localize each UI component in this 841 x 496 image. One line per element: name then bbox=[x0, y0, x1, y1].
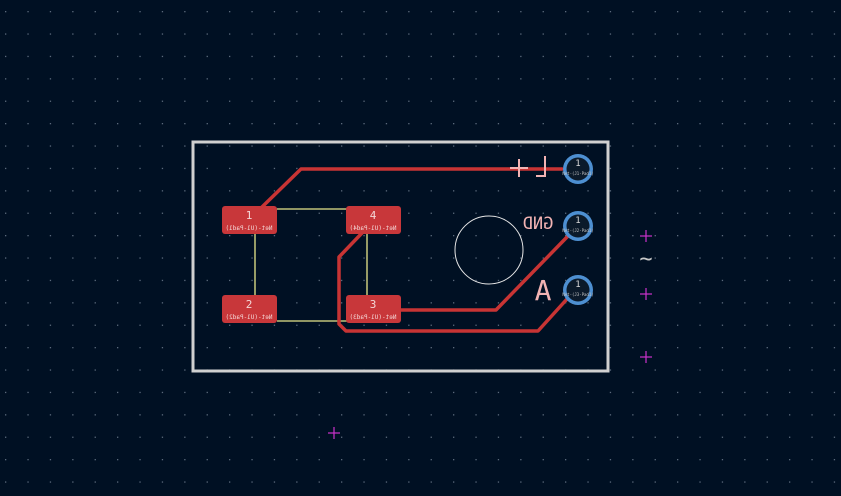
pad-net-label: Net-(U1-Pad4) bbox=[350, 225, 397, 232]
silk-label-gnd[interactable]: GND bbox=[523, 214, 554, 234]
crosshair-icon bbox=[328, 427, 340, 439]
ratsnest bbox=[254, 208, 368, 322]
track-pad1-j1[interactable] bbox=[260, 167, 564, 209]
pad-number: 4 bbox=[370, 209, 377, 222]
pad-number: 2 bbox=[246, 298, 253, 311]
silk-label-tilde[interactable]: ~ bbox=[639, 247, 652, 272]
pad-3[interactable]: 3 Net-(U1-Pad3) bbox=[346, 295, 401, 323]
pin-number: 1 bbox=[575, 216, 580, 226]
pin-net-label: Net-(J2-Pad1) bbox=[562, 228, 593, 233]
component-courtyard-circle[interactable] bbox=[454, 215, 524, 285]
grid-dots bbox=[5, 11, 836, 483]
pad-net-label: Net-(U1-Pad2) bbox=[226, 314, 273, 321]
pad-number: 3 bbox=[370, 298, 377, 311]
pin-net-label: Net-(J3-Pad1) bbox=[562, 292, 593, 297]
pad-2[interactable]: 2 Net-(U1-Pad2) bbox=[222, 295, 277, 323]
pad-net-label: Net-(U1-Pad3) bbox=[350, 314, 397, 321]
crosshair-icon bbox=[640, 288, 652, 300]
pin-net-label: Net-(J1-Pad1) bbox=[562, 171, 593, 176]
pad-number: 1 bbox=[246, 209, 253, 222]
connector-pin-j1[interactable]: 1 Net-(J1-Pad1) bbox=[562, 154, 594, 184]
crosshair-icon bbox=[640, 230, 652, 242]
track-pad3-j2[interactable] bbox=[398, 234, 570, 312]
board-outline[interactable] bbox=[191, 140, 610, 373]
copper-tracks[interactable] bbox=[260, 167, 570, 333]
pad-net-label: Net-(U1-Pad1) bbox=[226, 225, 273, 232]
connector-pin-j3[interactable]: 1 Net-(J3-Pad1) bbox=[562, 275, 594, 305]
pin-number: 1 bbox=[575, 280, 580, 290]
pad-1[interactable]: 1 Net-(U1-Pad1) bbox=[222, 206, 277, 234]
track-pad4-j3[interactable] bbox=[337, 231, 569, 333]
crosshair-icon bbox=[640, 351, 652, 363]
connector-pin-j2[interactable]: 1 Net-(J2-Pad1) bbox=[562, 211, 594, 241]
pin-number: 1 bbox=[575, 159, 580, 169]
silk-label-a[interactable]: A bbox=[534, 274, 551, 307]
ground-symbol-icon bbox=[510, 156, 546, 177]
pad-4[interactable]: 4 Net-(U1-Pad4) bbox=[346, 206, 401, 234]
